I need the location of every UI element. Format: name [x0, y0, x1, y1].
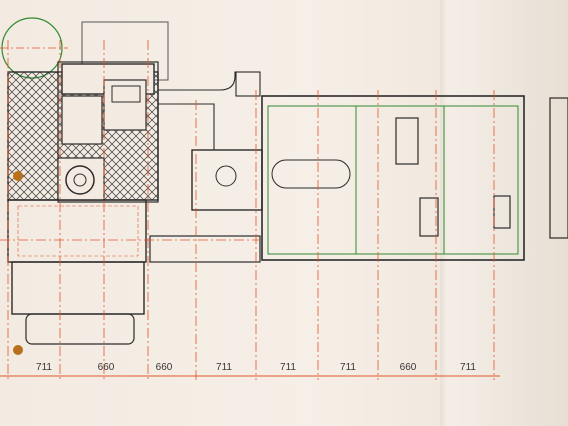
dimension-label: 711	[460, 362, 476, 373]
centerlines	[0, 40, 495, 380]
marker-dot-lower	[13, 345, 23, 355]
partial-view	[549, 97, 568, 239]
marker-dot	[13, 171, 23, 181]
dimension-label: 711	[340, 362, 356, 373]
dimension-label: 711	[216, 362, 232, 373]
dimension-label: 711	[280, 362, 296, 373]
insulated-block	[7, 61, 159, 203]
dimension-label: 660	[399, 362, 417, 373]
long-chamber	[261, 95, 525, 261]
machine-base	[7, 199, 147, 355]
dimension-label: 711	[36, 362, 52, 373]
dimension-label: 660	[97, 362, 115, 373]
dimension-label: 660	[155, 362, 173, 373]
duct	[149, 71, 263, 263]
paper-fold	[440, 0, 568, 426]
